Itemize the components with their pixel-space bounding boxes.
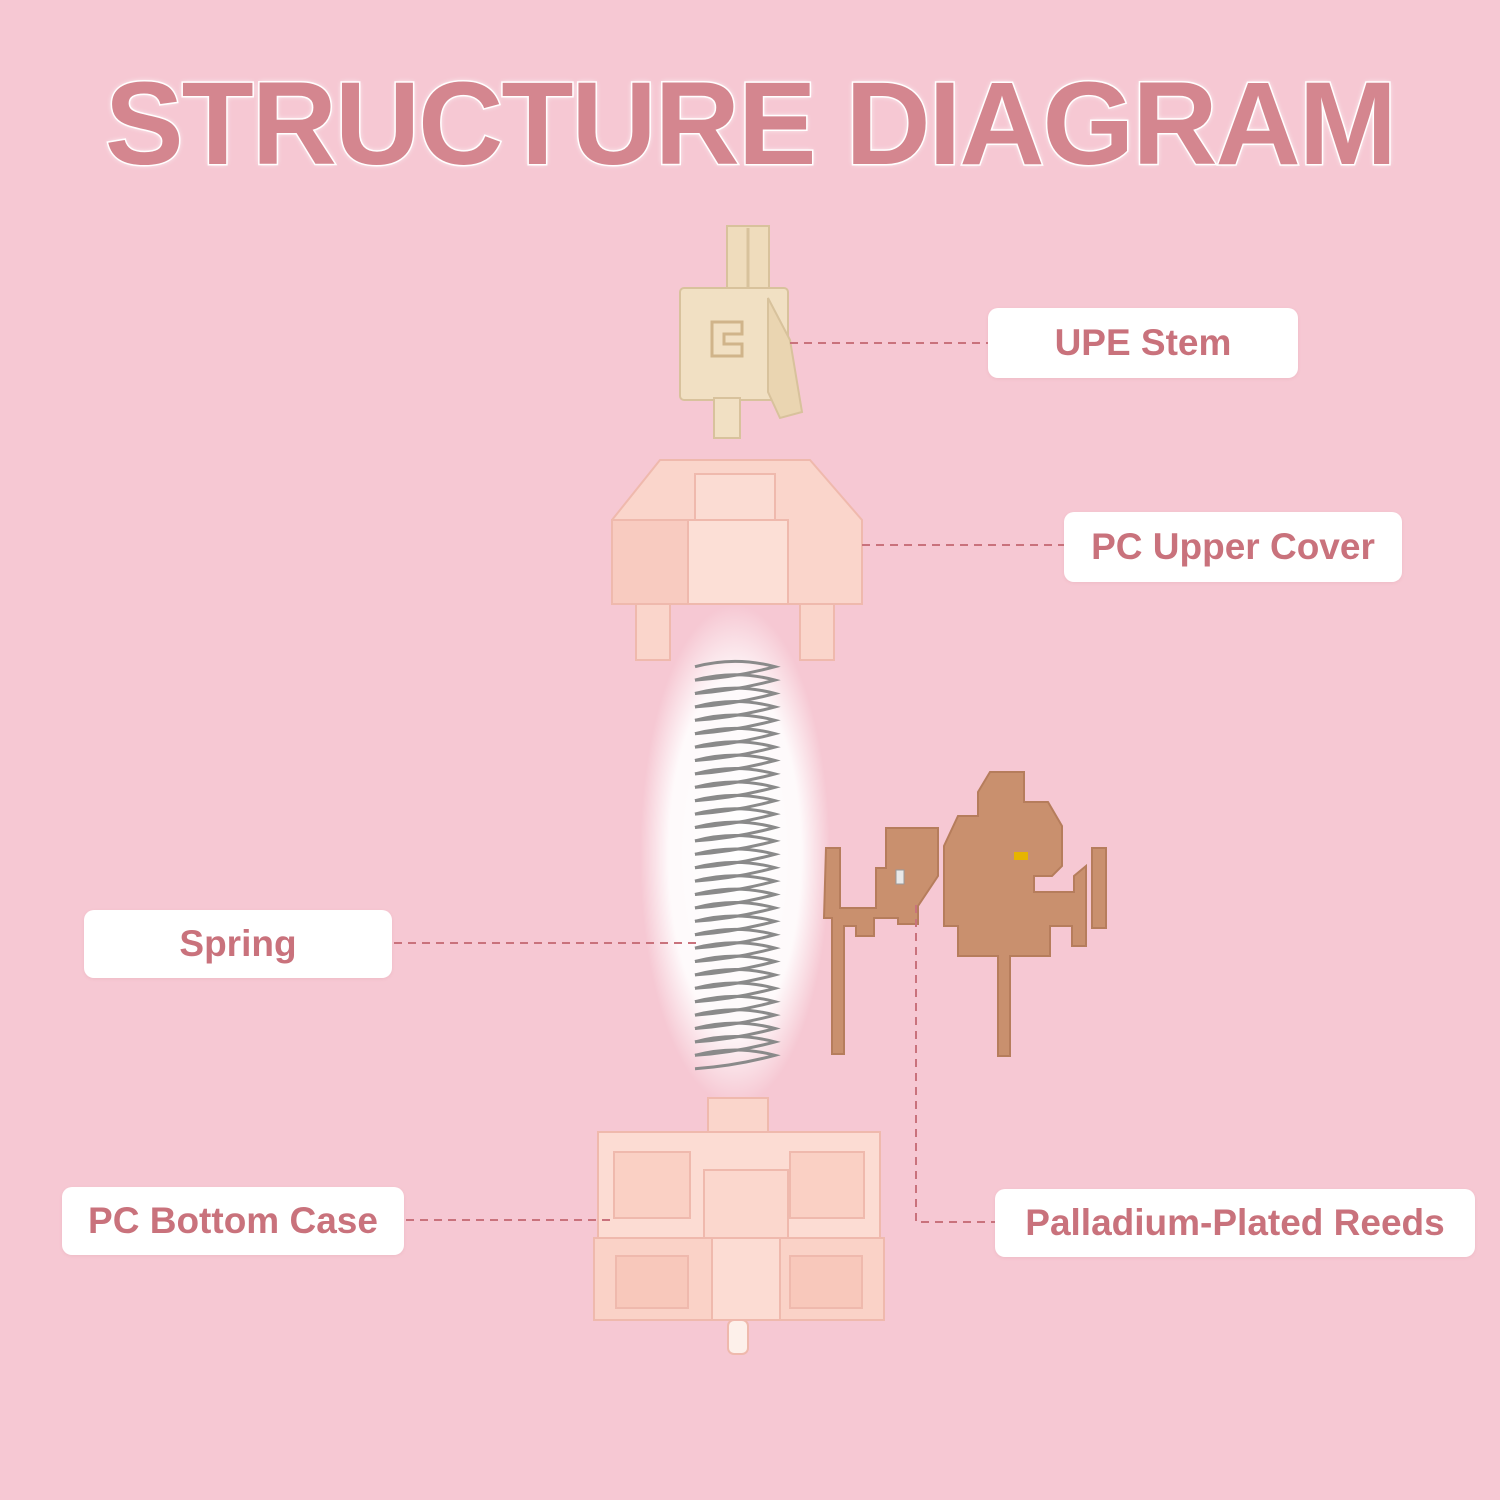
spring-coil xyxy=(694,726,781,749)
upper-cover-part xyxy=(611,459,863,661)
spring-coil xyxy=(694,887,781,910)
spring-coil xyxy=(694,914,781,937)
spring-coil xyxy=(694,1048,781,1071)
spring-glow xyxy=(640,605,830,1105)
spring-coil xyxy=(694,807,781,829)
spring-coil xyxy=(694,793,781,816)
spring-coil xyxy=(694,713,781,736)
spring-coil xyxy=(694,874,781,896)
spring-coil xyxy=(694,954,781,977)
spring-coil xyxy=(694,981,781,1004)
spring-coil xyxy=(694,780,781,803)
spring-coil xyxy=(694,700,781,722)
label-upe-stem: UPE Stem xyxy=(988,308,1298,378)
spring-coil xyxy=(694,1008,781,1030)
spring-coil xyxy=(694,994,781,1017)
spring-coil xyxy=(694,847,781,870)
spring-coil xyxy=(694,673,781,695)
upe-stem-part xyxy=(679,225,804,439)
diagram-title: STRUCTURE DIAGRAM xyxy=(103,58,1398,191)
spring-coil xyxy=(694,860,781,883)
label-upper-cover: PC Upper Cover xyxy=(1064,512,1402,582)
spring-coil xyxy=(694,901,781,923)
bottom-case-part xyxy=(593,1097,885,1355)
label-bottom-case: PC Bottom Case xyxy=(62,1187,404,1255)
spring-coil xyxy=(694,941,781,963)
spring-coil xyxy=(694,1021,781,1044)
spring-coil xyxy=(694,927,781,950)
spring-coil xyxy=(694,753,781,776)
spring-coil xyxy=(694,820,781,843)
spring-coil xyxy=(694,659,781,682)
spring-coil xyxy=(694,740,781,762)
spring-coil xyxy=(694,1035,781,1057)
spring-coil xyxy=(694,968,781,990)
label-reeds: Palladium-Plated Reeds xyxy=(995,1189,1475,1257)
spring-coil xyxy=(694,686,781,709)
leader-reeds xyxy=(915,905,995,1223)
spring-part xyxy=(694,659,781,1071)
label-spring: Spring xyxy=(84,910,392,978)
spring-coil xyxy=(694,834,781,856)
spring-coil xyxy=(694,767,781,789)
reeds-part xyxy=(822,771,1107,1057)
